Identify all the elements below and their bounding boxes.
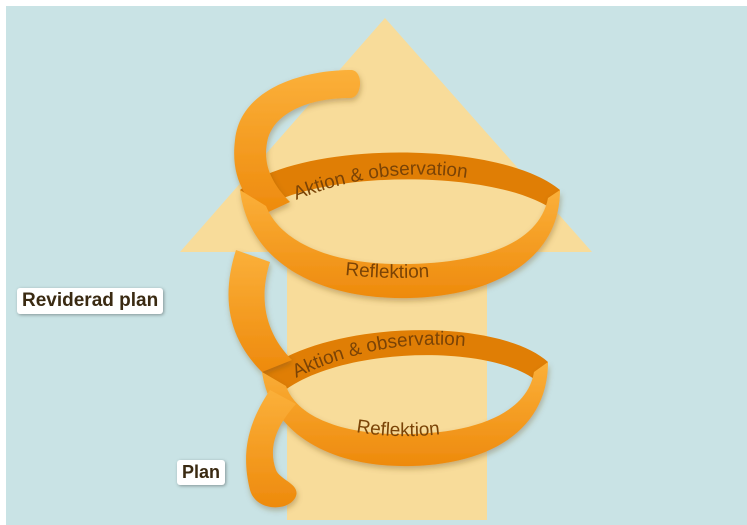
revised-plan-label: Reviderad plan — [17, 288, 164, 314]
upper-reflection-band — [240, 190, 560, 299]
spiral-back — [240, 152, 560, 394]
upper-loop-back — [240, 152, 560, 215]
spiral-bottom-tail — [246, 390, 297, 508]
plan-label: Plan — [177, 460, 226, 485]
spiral-top-tail — [234, 70, 361, 215]
upper-reflection-text: Reflektion — [345, 259, 430, 283]
spiral-front — [228, 70, 560, 508]
lower-reflection-text: Reflektion — [355, 416, 440, 441]
lower-loop-back — [262, 330, 548, 394]
lower-reflection-band — [262, 362, 548, 467]
spiral-left-connector — [228, 250, 292, 372]
